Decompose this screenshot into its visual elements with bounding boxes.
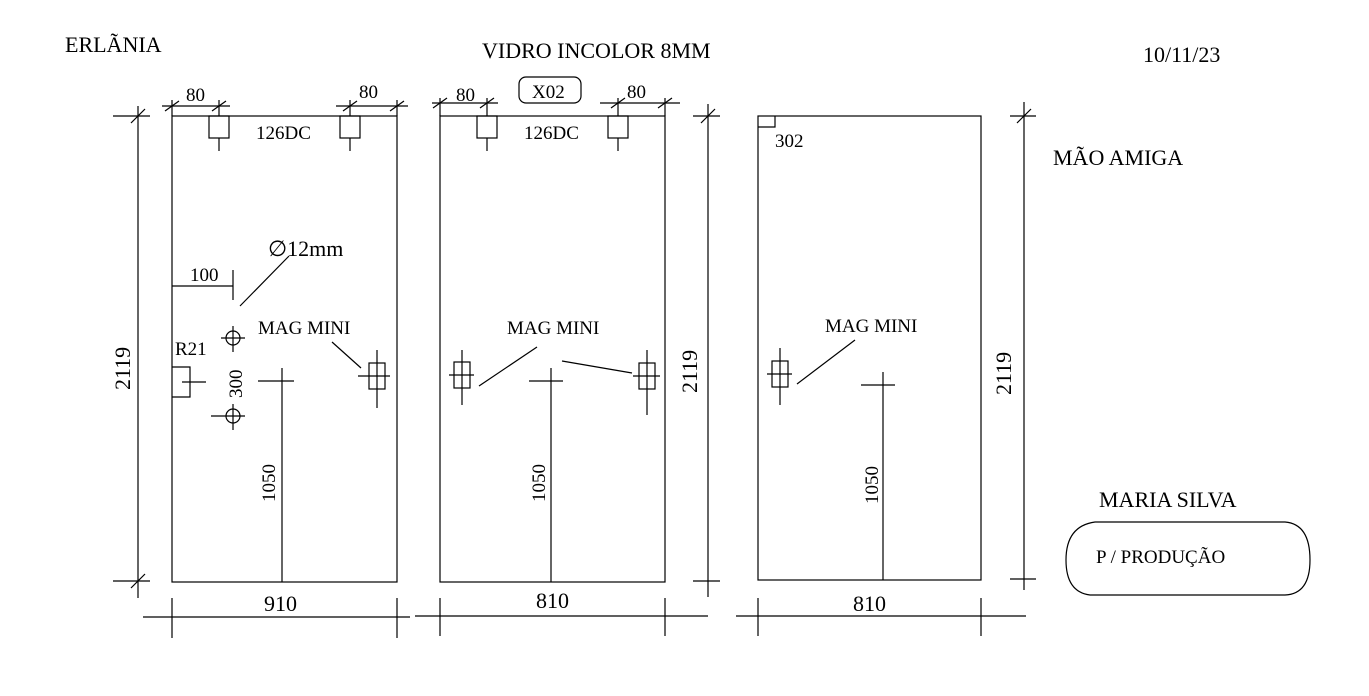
p1-radius: R21 (175, 339, 207, 360)
production-label: P / PRODUÇÃO (1096, 546, 1225, 568)
p1-hinge-left (208, 115, 230, 139)
date: 10/11/23 (1143, 42, 1220, 67)
p1-hinge-label: 126DC (256, 123, 311, 144)
panel-2-outline (439, 115, 666, 583)
glass-spec: VIDRO INCOLOR 8MM (482, 38, 711, 63)
p2-hinge-left (476, 115, 498, 139)
p1-mag-label: MAG MINI (258, 318, 350, 339)
p2-mag-label: MAG MINI (507, 318, 599, 339)
p2-hinge-label: 126DC (524, 123, 579, 144)
side-label: MÃO AMIGA (1053, 145, 1183, 170)
panel-1-outline (171, 115, 398, 583)
code-badge: X02 (518, 76, 582, 104)
p3-height-mark: 1050 (862, 466, 883, 504)
client-name: ERLÃNIA (65, 32, 162, 57)
panel-3-outline (757, 115, 982, 581)
p1-height-mark: 1050 (259, 464, 280, 502)
p1-top-right-offset: 80 (359, 82, 378, 103)
p2-top-left-offset: 80 (456, 85, 475, 106)
p1-edge-offset: 100 (190, 265, 219, 286)
panel-3: 302 MAG MINI 1050 2119 810 (736, 102, 1036, 636)
production-badge: P / PRODUÇÃO (1065, 521, 1311, 596)
p2-height: 2119 (677, 350, 702, 393)
p3-width: 810 (853, 591, 886, 616)
p1-hinge-right (339, 115, 361, 139)
p3-corner-cut (758, 116, 776, 128)
p1-height: 2119 (110, 347, 135, 390)
p1-hole-spec: ∅12mm (268, 236, 343, 261)
p2-hinge-right (607, 115, 629, 139)
panel-2: 80 80 126DC MAG MINI 1050 2119 (415, 82, 720, 636)
p3-height: 2119 (991, 352, 1016, 395)
code-label: X02 (532, 82, 565, 103)
person-name: MARIA SILVA (1099, 487, 1237, 512)
p1-width: 910 (264, 591, 297, 616)
p1-top-left-offset: 80 (186, 85, 205, 106)
panel-1: 80 80 126DC ∅12mm 100 300 R21 (110, 82, 410, 638)
p3-mag-label: MAG MINI (825, 316, 917, 337)
p2-width: 810 (536, 588, 569, 613)
p2-height-mark: 1050 (529, 464, 550, 502)
p2-top-right-offset: 80 (627, 82, 646, 103)
p1-hole-spacing: 300 (226, 370, 247, 399)
p3-corner: 302 (775, 131, 804, 152)
